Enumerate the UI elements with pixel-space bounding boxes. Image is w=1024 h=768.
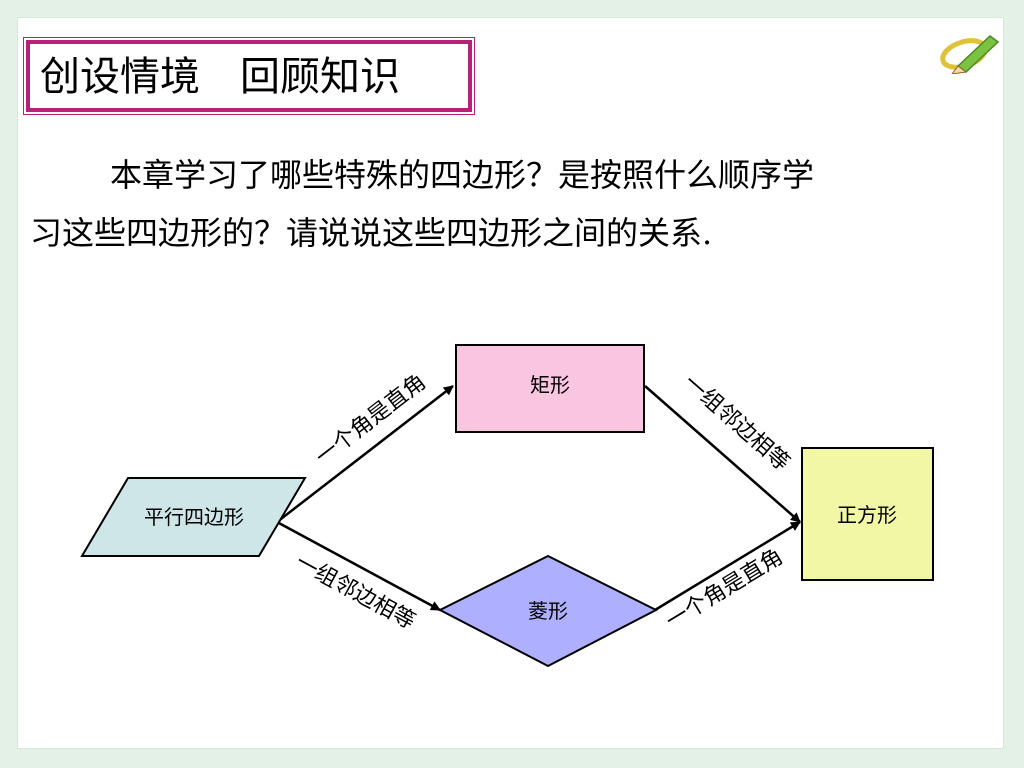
edge-label-rhombus-to-square: 一个角是直角 <box>662 544 788 634</box>
edge-label-parallelogram-to-rhombus: 一组邻边相等 <box>291 550 419 635</box>
node-rhombus-label: 菱形 <box>528 599 568 623</box>
node-square-label: 正方形 <box>837 503 897 527</box>
node-parallelogram: 平行四边形 <box>80 477 307 557</box>
question-line-1: 本章学习了哪些特殊的四边形？是按照什么顺序学 <box>110 156 815 194</box>
page-title: 创设情境 回顾知识 <box>40 54 400 100</box>
node-rectangle: 矩形 <box>455 344 645 433</box>
node-rectangle-label: 矩形 <box>530 373 570 397</box>
edge-parallelogram-to-rhombus <box>276 520 441 612</box>
edge-rectangle-to-square <box>644 385 801 523</box>
node-rhombus: 菱形 <box>437 554 659 668</box>
node-parallelogram-label: 平行四边形 <box>144 505 244 529</box>
title-box: 创设情境 回顾知识 <box>23 37 475 115</box>
edge-rhombus-to-square <box>654 520 801 612</box>
pencil-logo-icon <box>938 30 1002 78</box>
question-line-2: 习这些四边形的？请说说这些四边形之间的关系. <box>30 214 713 252</box>
edge-label-rectangle-to-square: 一组邻边相等 <box>678 370 794 476</box>
edge-label-parallelogram-to-rectangle: 一个角是直角 <box>311 370 431 471</box>
node-square: 正方形 <box>801 447 934 581</box>
edge-parallelogram-to-rectangle <box>276 385 454 523</box>
